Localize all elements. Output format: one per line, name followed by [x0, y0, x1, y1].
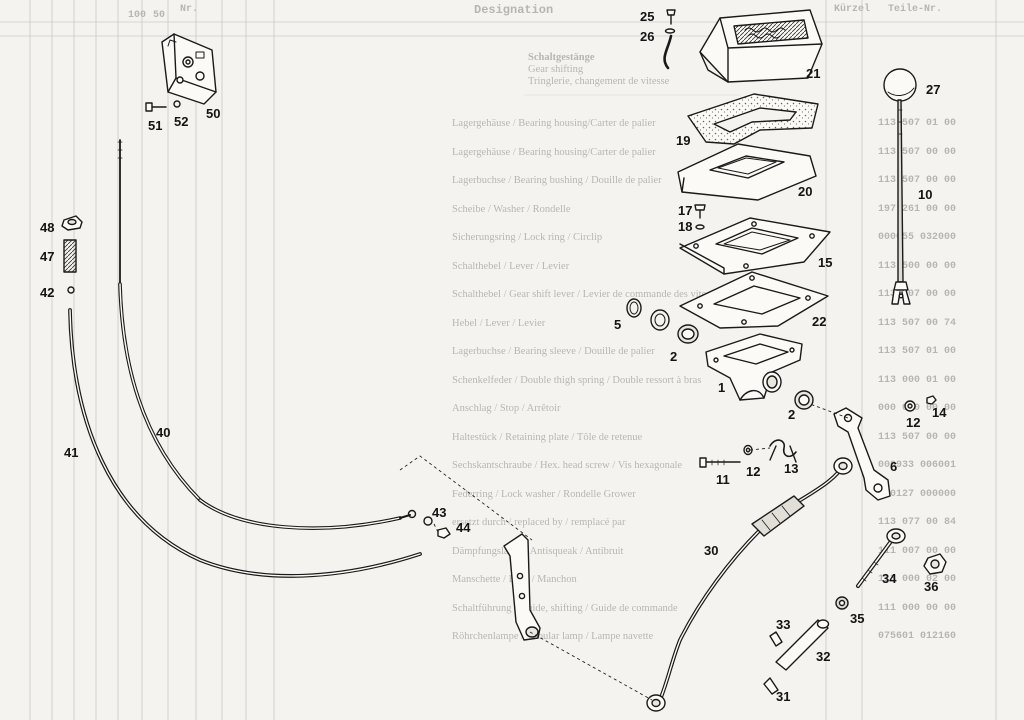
part-shift-guide-bracket — [503, 533, 541, 641]
part-22-gasket — [679, 271, 829, 329]
part-47-sleeve — [63, 239, 77, 273]
part-18-washer — [695, 224, 705, 230]
part-21-cable — [663, 34, 673, 70]
callout-26: 26 — [640, 29, 655, 44]
callout-36: 36 — [924, 579, 939, 594]
callout-50: 50 — [206, 106, 221, 121]
callout-30: 30 — [704, 543, 719, 558]
callout-17: 17 — [678, 203, 693, 218]
callout-43: 43 — [432, 505, 447, 520]
part-25-screw — [666, 9, 676, 25]
part-2-bushing-lower — [794, 390, 814, 410]
callout-2-upper: 2 — [670, 349, 678, 364]
assembly-lines — [399, 403, 849, 701]
callout-33: 33 — [776, 617, 791, 632]
callout-21: 21 — [806, 66, 821, 81]
callout-11: 11 — [716, 472, 730, 487]
callout-52: 52 — [174, 114, 189, 129]
callout-35: 35 — [850, 611, 865, 626]
part-10-gear-shift-lever — [891, 99, 911, 305]
callout-27: 27 — [926, 82, 941, 97]
callout-32: 32 — [816, 649, 831, 664]
part-40-shift-cable — [117, 139, 417, 530]
callout-42: 42 — [40, 285, 55, 300]
callout-6: 6 — [890, 459, 898, 474]
part-12-washer-lower — [743, 444, 753, 456]
callout-1: 1 — [718, 380, 726, 395]
part-17-screw — [694, 204, 706, 219]
callout-13: 13 — [784, 461, 799, 476]
part-1-bearing-housing — [705, 333, 803, 401]
callout-12-lower: 12 — [746, 464, 761, 479]
callout-51: 51 — [148, 118, 163, 133]
callout-48: 48 — [40, 220, 55, 235]
part-34-eye-bolt — [856, 528, 906, 588]
part-21-shift-cover — [699, 9, 823, 83]
part-6-lever — [833, 407, 891, 501]
part-14-nut — [926, 395, 937, 405]
callout-19: 19 — [676, 133, 691, 148]
part-43-washer — [423, 516, 433, 526]
callout-5: 5 — [614, 317, 622, 332]
callout-12-upper: 12 — [906, 415, 921, 430]
part-31-pin — [763, 677, 779, 695]
callout-34: 34 — [882, 571, 897, 586]
part-26-washer — [664, 28, 676, 34]
part-20-boot-plate — [677, 143, 817, 201]
callout-14: 14 — [932, 405, 947, 420]
callout-40: 40 — [156, 425, 171, 440]
callout-18: 18 — [678, 219, 693, 234]
part-12-washer-upper — [904, 400, 916, 412]
callout-20: 20 — [798, 184, 813, 199]
part-42-washer — [67, 286, 75, 294]
part-41-cable-sleeve — [68, 308, 422, 578]
callout-22: 22 — [812, 314, 827, 329]
part-19-gasket — [687, 93, 819, 145]
part-50-guide-housing — [161, 33, 217, 105]
part-51-bolt — [145, 102, 167, 112]
part-11-hex-bolt — [699, 457, 741, 468]
part-35-bushing — [835, 596, 849, 610]
callout-25: 25 — [640, 9, 655, 24]
part-30-shift-rod — [646, 457, 853, 712]
callout-10: 10 — [918, 187, 933, 202]
part-44-nut — [437, 527, 451, 539]
part-36-nut — [923, 553, 947, 575]
callout-15: 15 — [818, 255, 833, 270]
callout-44: 44 — [456, 520, 471, 535]
callout-47: 47 — [40, 249, 55, 264]
part-13-double-thigh-spring — [769, 439, 797, 463]
part-48-nut — [61, 215, 83, 231]
part-33-pin — [769, 631, 783, 647]
callout-2-lower: 2 — [788, 407, 796, 422]
part-15-plate — [679, 217, 831, 275]
part-52-washer — [173, 100, 181, 108]
part-32-tubular-pin — [775, 619, 830, 671]
part-2-bushing-upper — [677, 324, 699, 344]
part-5-circlip — [626, 298, 642, 318]
callout-31: 31 — [776, 689, 791, 704]
part-5-washer — [650, 309, 670, 331]
callout-41: 41 — [64, 445, 79, 460]
